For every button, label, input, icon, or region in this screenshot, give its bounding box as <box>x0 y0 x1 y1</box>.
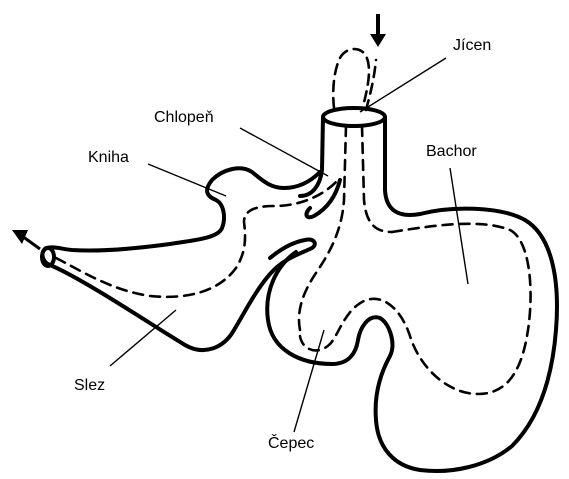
label-slez: Slez <box>74 378 105 394</box>
label-chlopen: Chlopeň <box>154 110 214 126</box>
label-jicen: Jícen <box>453 38 491 54</box>
label-kniha: Kniha <box>88 150 129 166</box>
leader-cepec <box>294 330 324 432</box>
esophagus-upper-dashed <box>333 49 376 110</box>
label-bachor: Bachor <box>426 144 477 160</box>
leader-chlopen <box>240 128 328 176</box>
rumen-inner-dashed <box>300 224 531 394</box>
label-cepec: Čepec <box>268 436 314 452</box>
omasum-abomasum-outline <box>43 168 320 350</box>
omasum-leaf-fold <box>307 180 340 217</box>
leader-bachor <box>450 168 468 284</box>
esophagus-tube <box>300 108 420 215</box>
exit-arrow <box>12 230 54 266</box>
entry-arrow <box>370 14 386 47</box>
esophageal-groove-dashed-2 <box>362 126 392 232</box>
